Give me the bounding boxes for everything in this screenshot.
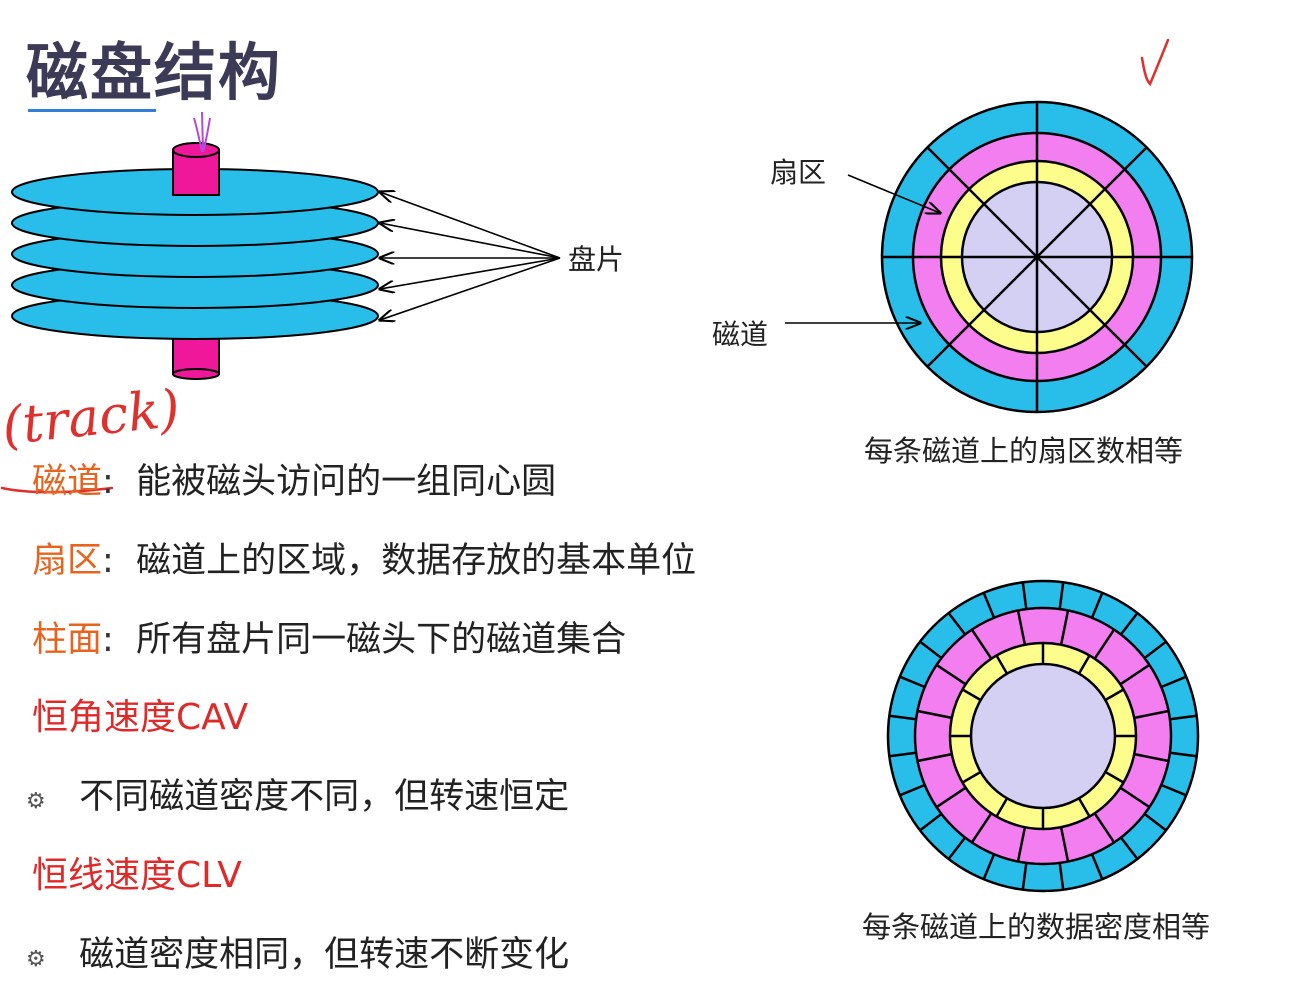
sector-divider [982,592,996,619]
platter-label: 盘片 [568,243,625,276]
sector-divider [1104,770,1125,784]
sector-divider [982,853,996,880]
check-mark [1140,38,1170,87]
sector-divider [1160,675,1187,689]
sector-divider [947,612,967,636]
definition-track: 磁道: 能被磁头访问的一组同心圆 [32,453,556,504]
sector-divider [961,688,982,702]
term-sector: 扇区 [32,541,103,581]
sector-divider [970,628,993,660]
definition-text: 能被磁头访问的一组同心圆 [136,462,557,502]
platter-stack [11,111,379,380]
track-underline [0,486,114,494]
sector-divider [917,709,953,720]
definition-cylinder: 柱面: 所有盘片同一磁头下的磁道集合 [32,611,626,662]
spindle-bottom-cap [172,368,220,380]
clv-heading: 恒线速度CLV [32,855,242,896]
sector-divider [995,654,1009,675]
track-label: 磁道 [712,318,769,351]
title-underline [28,109,156,112]
sector-divider [1104,688,1125,702]
sector-divider [961,770,982,784]
cav-bullet-text: 不同磁道密度不同，但转速恒定 [79,777,570,817]
sector-divider [1119,612,1139,636]
sector-divider [1077,797,1091,818]
caption-equal-sectors: 每条磁道上的扇区数相等 [864,434,1184,468]
sector-divider [1021,862,1028,890]
spindle-top-cap [172,142,220,158]
sector-divider [1093,628,1116,660]
sector-divider [917,752,953,763]
sector-divider [1133,709,1169,720]
platter-arrows [380,192,561,320]
page-title: 磁盘结构 [26,36,283,109]
definition-sector: 扇区: 磁道上的区域，数据存放的基本单位 [32,532,696,583]
sector-divider [1016,610,1027,646]
sector-divider [1119,786,1151,809]
pen-arrow-mark [193,111,211,153]
sector-divider [947,836,967,860]
sector-divider [919,640,943,660]
clv-bullet-text: 磁道密度相同，但转速不断变化 [79,935,570,975]
sector-divider [899,783,926,797]
sector-divider [1090,592,1104,619]
sector-divider [1143,812,1167,832]
sector-pointer-arrow [847,174,940,213]
sector-divider [995,797,1009,818]
sector-divider [1119,663,1151,686]
term-cylinder: 柱面 [32,620,103,660]
definition-text: 所有盘片同一磁头下的磁道集合 [136,620,627,660]
sector-divider [889,751,917,758]
sector-divider [1058,582,1065,610]
sector-divider [899,675,926,689]
sector-divider [935,786,967,809]
caption-equal-density: 每条磁道上的数据密度相等 [862,910,1211,944]
term-track: 磁道 [32,462,103,502]
sector-divider [1143,640,1167,660]
sector-divider [1021,582,1028,610]
cav-bullet-item: ⚙ 不同磁道密度不同，但转速恒定 [26,768,569,819]
definition-separator: : [102,620,114,660]
sector-divider [1169,714,1197,721]
sector-divider [935,663,967,686]
definition-separator: : [102,541,114,581]
sector-divider [919,812,943,832]
sector-divider [1090,853,1104,880]
definition-text: 磁道上的区域，数据存放的基本单位 [136,541,697,581]
sector-divider [1133,752,1169,763]
sector-divider [1058,862,1065,890]
gear-bullet-icon: ⚙ [26,789,46,814]
sector-divider [1077,654,1091,675]
sector-divider [1160,783,1187,797]
sector-label: 扇区 [770,156,827,189]
sector-divider [1119,836,1139,860]
sector-divider [1016,826,1027,862]
sector-divider [970,812,993,844]
gear-bullet-icon: ⚙ [26,947,46,972]
handwritten-annotations [0,38,1170,494]
sector-divider [1093,812,1116,844]
cav-heading: 恒角速度CAV [32,697,249,738]
clv-bullet-item: ⚙ 磁道密度相同，但转速不断变化 [26,926,569,977]
definition-separator: : [102,462,114,502]
sector-divider [1169,751,1197,758]
sector-divider [889,714,917,721]
disk-equal-density [886,579,1200,893]
sector-divider [1059,610,1070,646]
disk-equal-sectors [880,100,1194,414]
sector-divider [1059,826,1070,862]
